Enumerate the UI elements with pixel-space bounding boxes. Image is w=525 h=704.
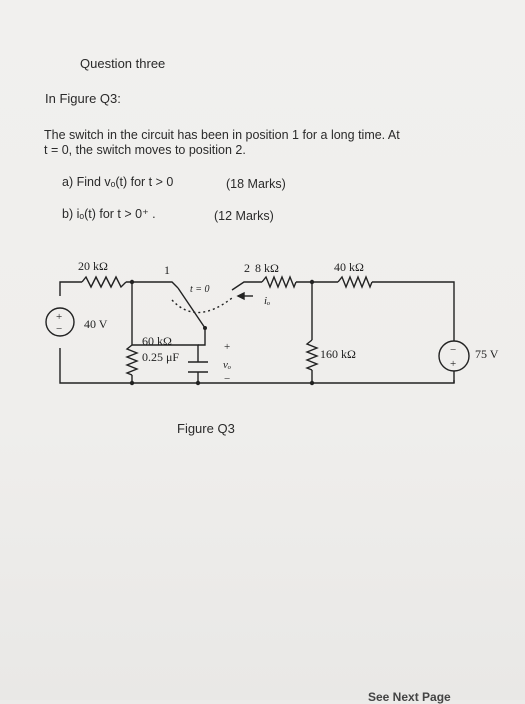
wire-40k-right	[372, 281, 455, 296]
node-dot	[129, 279, 135, 285]
cap-minus-sign: −	[224, 373, 230, 385]
wire-switch-common	[198, 328, 206, 346]
wire-pos2	[231, 281, 262, 291]
switch-pivot	[203, 326, 207, 330]
source-75v-minus: −	[450, 344, 456, 356]
resistor-8k	[261, 275, 297, 289]
cap-plus-sign: +	[224, 341, 230, 353]
node-dot	[309, 380, 315, 386]
label-switch-1: 1	[164, 263, 170, 277]
part-a-marks: (18 Marks)	[226, 177, 286, 191]
label-switch-2: 2	[244, 261, 250, 275]
resistor-40k	[337, 275, 373, 289]
label-025uf: 0.25 μF	[142, 350, 179, 364]
part-b-marks: (12 Marks)	[214, 209, 274, 223]
label-switch-time: t = 0	[190, 284, 210, 295]
wire-left-bottom	[59, 348, 455, 384]
label-vo: vₒ	[223, 359, 231, 371]
resistor-60k	[125, 344, 139, 376]
label-8k: 8 kΩ	[255, 261, 279, 275]
current-arrowhead	[236, 291, 245, 301]
wire-r1-to-switch	[126, 281, 179, 289]
label-io: iₒ	[264, 295, 270, 307]
source-40v-plus: +	[56, 311, 62, 323]
voltage-source-40v	[45, 307, 75, 337]
label-20k: 20 kΩ	[78, 259, 108, 273]
switch-blade	[177, 287, 206, 329]
source-75v-plus: +	[450, 358, 456, 370]
label-75v: 75 V	[475, 347, 499, 361]
node-dot	[195, 380, 201, 386]
node-dot	[129, 380, 135, 386]
footer-text: See Next Page	[368, 690, 451, 704]
problem-line: t = 0, the switch moves to position 2.	[44, 143, 246, 157]
problem-statement: The switch in the circuit has been in po…	[44, 128, 400, 158]
label-160k: 160 kΩ	[320, 347, 356, 361]
resistor-20k	[81, 275, 127, 289]
switch-arc	[171, 297, 233, 314]
figure-intro: In Figure Q3:	[45, 91, 121, 106]
wire-left-top	[59, 281, 82, 296]
resistor-160k	[305, 339, 319, 371]
source-40v-minus: −	[56, 323, 62, 335]
part-a-text: a) Find vₒ(t) for t > 0	[62, 175, 174, 189]
part-b-text: b) iₒ(t) for t > 0⁺ .	[62, 207, 156, 221]
label-40v: 40 V	[84, 317, 108, 331]
label-40k: 40 kΩ	[334, 260, 364, 274]
node-dot	[309, 279, 315, 285]
figure-caption: Figure Q3	[177, 421, 235, 436]
question-title: Question three	[80, 56, 166, 71]
label-60k: 60 kΩ	[142, 334, 172, 348]
problem-line: The switch in the circuit has been in po…	[44, 128, 400, 142]
